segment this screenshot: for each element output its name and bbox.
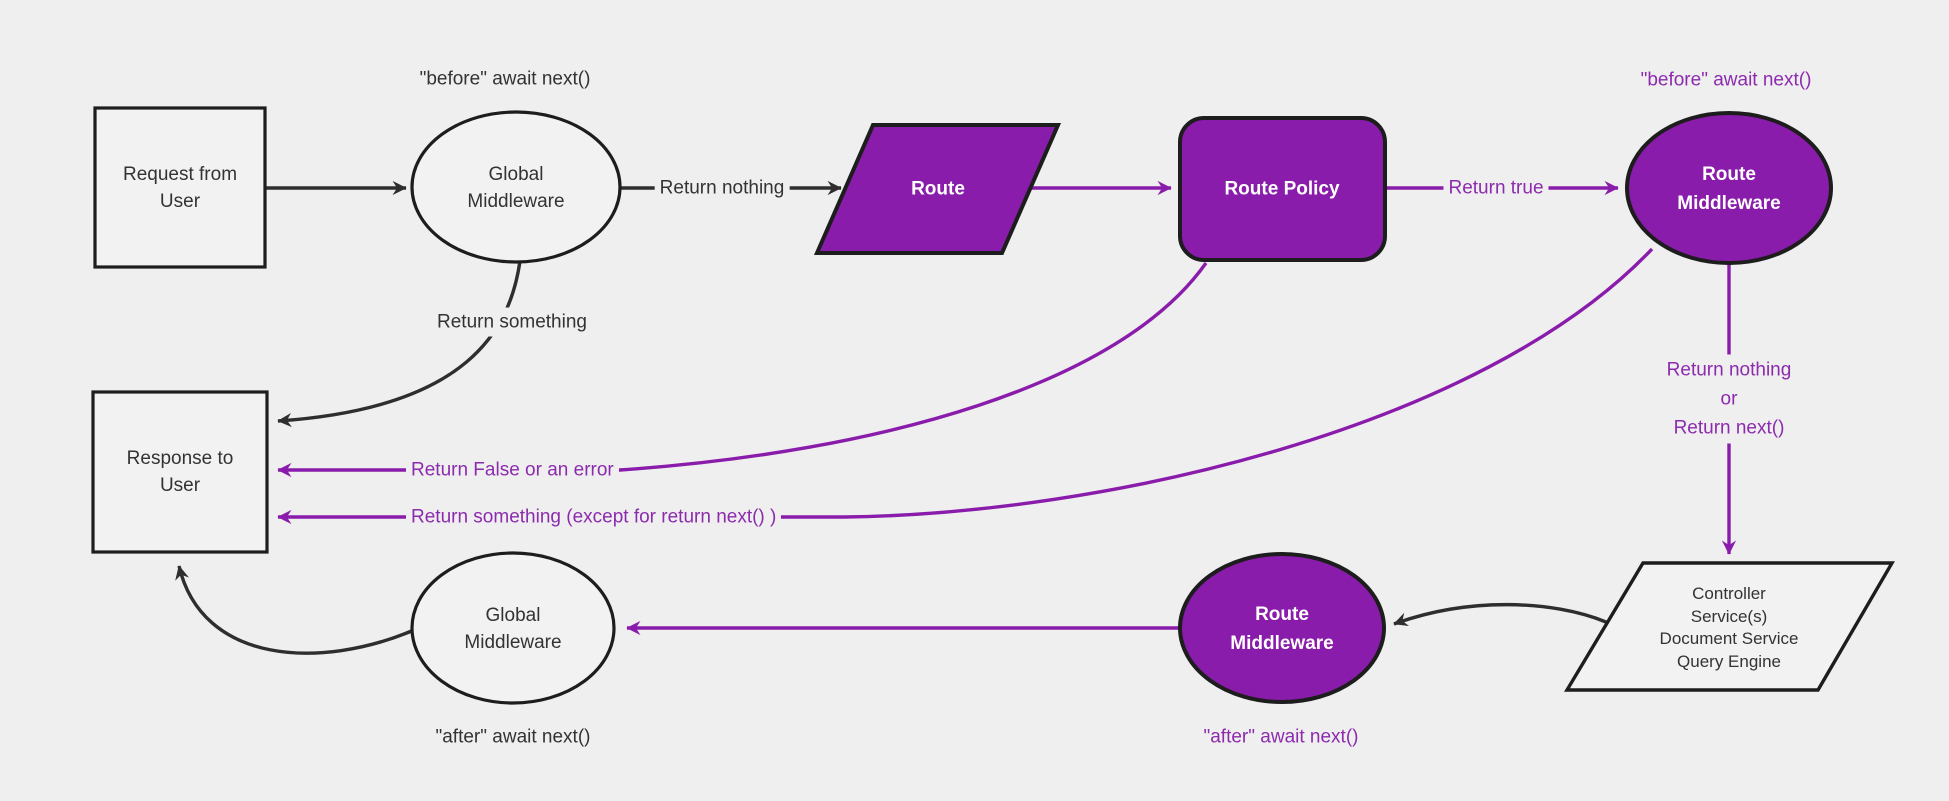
label-return-nothing-or-next: Return nothing or Return next() (1661, 354, 1797, 444)
node-label-route-policy: Route Policy (1224, 178, 1340, 200)
edge-route-policy-return-false (277, 262, 1208, 478)
node-request-from-user (93, 106, 267, 269)
edge-controller-to-route-middleware (1393, 602, 1607, 627)
node-route-middleware-top (1625, 111, 1833, 265)
node-label-global-middleware-bottom: Global Middleware (464, 605, 562, 653)
label-after-await-next-route: "after" await next() (1203, 726, 1359, 748)
edge-global-middleware-return-something (277, 260, 522, 428)
node-global-middleware-bottom (410, 551, 616, 705)
node-label-response: Response to User (126, 448, 234, 496)
edge-global-middleware-to-response (175, 565, 415, 655)
label-return-something-except: Return something (except for return next… (406, 502, 782, 532)
node-global-middleware-top (410, 110, 622, 264)
label-return-false-or-error: Return False or an error (406, 455, 619, 485)
node-route (813, 123, 1062, 255)
node-route-middleware-bottom (1178, 552, 1386, 704)
node-controller-services (1564, 561, 1895, 692)
label-return-nothing: Return nothing (654, 173, 790, 203)
label-return-true: Return true (1443, 173, 1549, 203)
label-return-something: Return something (432, 307, 592, 337)
node-route-policy (1178, 116, 1387, 262)
edge-route-middleware-return-something-except (277, 247, 1654, 525)
label-before-await-next-route: "before" await next() (1640, 69, 1812, 91)
node-label-global-middleware-top: Global Middleware (467, 164, 565, 212)
node-label-route-middleware-top: Route Middleware (1677, 164, 1781, 214)
node-label-route: Route (911, 178, 965, 200)
node-label-controller-services: Controller Service(s) Document Service Q… (1659, 584, 1799, 671)
node-response-to-user (91, 390, 269, 554)
node-label-route-middleware-bottom: Route Middleware (1230, 604, 1334, 654)
label-before-await-next-global: "before" await next() (419, 68, 591, 90)
label-after-await-next-global: "after" await next() (435, 726, 591, 748)
node-label-request: Request from User (122, 164, 238, 212)
